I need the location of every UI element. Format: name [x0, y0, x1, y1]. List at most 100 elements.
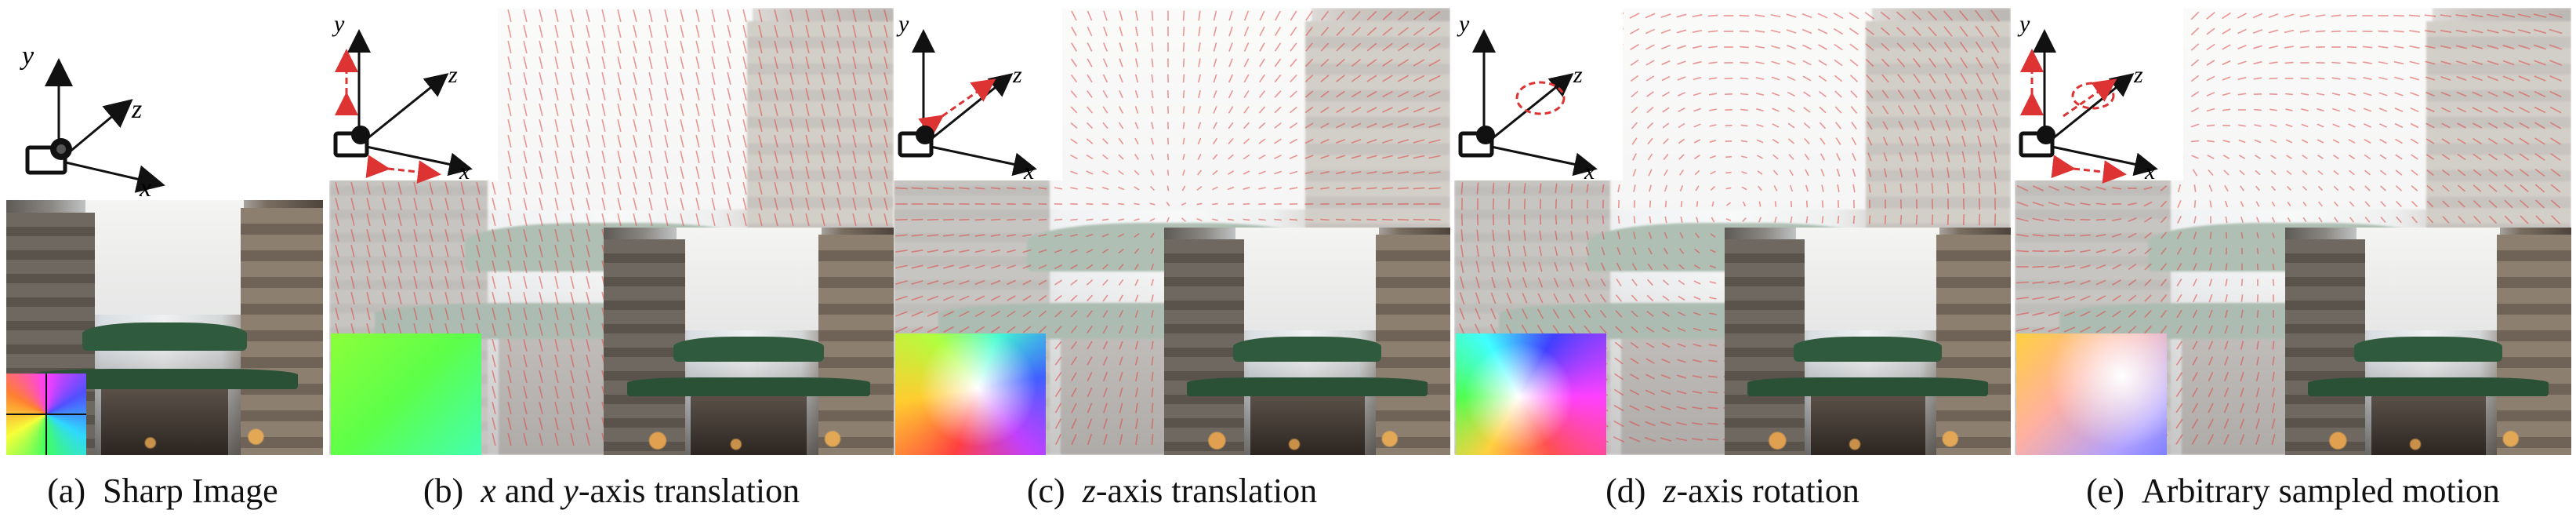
flow-vector — [2349, 201, 2355, 207]
flow-vector — [1119, 387, 1123, 398]
flow-vector — [1927, 10, 1938, 21]
flow-vector — [1070, 58, 1078, 67]
flow-vector — [1150, 154, 1155, 160]
flow-vector — [1881, 105, 1889, 115]
flow-vector — [1086, 187, 1094, 190]
flow-vector — [1837, 216, 1840, 224]
flow-vector — [1694, 155, 1700, 159]
flow-vector — [1676, 13, 1687, 18]
flow-vector — [523, 402, 528, 414]
flow-vector — [2394, 122, 2404, 129]
flow-vector — [397, 198, 402, 210]
flow-vector — [570, 213, 575, 226]
flow-vector — [1976, 72, 1983, 85]
flow-vector — [2240, 371, 2244, 382]
flow-vector — [1758, 201, 1761, 207]
flow-vector — [1755, 77, 1765, 80]
flow-vector — [664, 88, 669, 100]
flow-vector — [1693, 139, 1701, 144]
flow-vector — [1166, 185, 1170, 191]
flow-vector — [742, 72, 747, 85]
flow-vector — [2207, 140, 2215, 143]
flow-vector — [911, 311, 923, 317]
flow-vector — [1243, 90, 1250, 98]
flow-vector — [570, 25, 575, 38]
flow-vector — [382, 229, 386, 242]
flow-vector — [1070, 234, 1078, 237]
flow-vector — [1213, 10, 1217, 21]
flow-vector — [836, 182, 841, 195]
flow-vector — [570, 119, 575, 132]
flow-vector — [1151, 122, 1154, 129]
flow-vector — [1228, 58, 1233, 67]
flow-vector — [1151, 137, 1154, 145]
flow-vector — [554, 41, 559, 53]
flow-vector — [2080, 295, 2091, 301]
flow-vector — [1366, 75, 1377, 82]
flow-vector — [664, 198, 669, 210]
flow-vector — [1351, 10, 1361, 21]
flow-vector — [1151, 74, 1154, 83]
flow-vector — [554, 370, 559, 383]
flow-vector — [680, 166, 684, 179]
flow-vector — [2533, 13, 2547, 18]
flow-vector — [2411, 216, 2418, 224]
flow-vector — [1693, 359, 1702, 363]
flow-vector — [1631, 122, 1638, 129]
flow-vector — [821, 104, 825, 116]
flow-vector — [507, 276, 512, 289]
flow-vector — [2271, 403, 2276, 414]
flow-vector — [1693, 123, 1701, 128]
flow-vector — [1928, 73, 1936, 84]
flow-vector — [1086, 122, 1094, 129]
flow-vector — [1460, 229, 1464, 242]
flow-vector — [429, 292, 434, 304]
flow-vector — [1413, 155, 1425, 159]
flow-vector — [2300, 46, 2309, 49]
flow-vector — [2160, 216, 2168, 224]
flow-vector — [2457, 122, 2466, 129]
flow-vector — [1523, 230, 1526, 241]
flow-vector — [821, 198, 825, 210]
flow-vector — [413, 308, 418, 320]
flow-vector — [1660, 29, 1671, 34]
flow-vector — [570, 182, 575, 195]
flow-vector — [2128, 232, 2137, 239]
flow-vector — [2364, 123, 2371, 128]
flow-vector — [1787, 138, 1795, 144]
flow-vector — [942, 264, 955, 269]
flow-vector — [586, 308, 590, 320]
flow-vector — [895, 280, 908, 285]
flow-vector — [883, 182, 888, 195]
flow-vector — [1632, 247, 1637, 255]
flow-vector — [476, 292, 481, 304]
flow-vector — [1134, 154, 1139, 160]
flow-vector — [1508, 230, 1511, 241]
flow-vector — [1243, 154, 1250, 160]
caption-c: (c)z-axis translation — [894, 472, 1450, 510]
flow-vector — [1881, 27, 1890, 36]
flow-vector — [1274, 155, 1282, 159]
flow-vector — [1149, 202, 1156, 206]
flow-vector — [1709, 281, 1717, 284]
flow-vector — [1787, 75, 1796, 82]
flow-vector — [1943, 10, 1953, 21]
flow-vector — [742, 25, 747, 38]
flow-vector — [2160, 231, 2168, 239]
flow-vector — [2425, 76, 2436, 81]
flow-vector — [1898, 137, 1904, 146]
flow-vector — [758, 166, 763, 179]
flow-vector — [883, 88, 888, 100]
flow-vector — [1664, 247, 1668, 255]
flow-vector — [1320, 155, 1330, 159]
flow-vector — [883, 56, 888, 69]
caption-e: (e)Arbitrary sampled motion — [2015, 472, 2571, 510]
flow-vector — [1833, 27, 1844, 35]
flow-vector — [1304, 155, 1314, 159]
flow-vector — [774, 213, 778, 226]
flow-vector — [758, 104, 763, 116]
flow-vector — [1243, 122, 1250, 129]
flow-vector — [1118, 122, 1124, 129]
flow-vector — [1629, 13, 1640, 19]
flow-vector — [1134, 42, 1139, 52]
